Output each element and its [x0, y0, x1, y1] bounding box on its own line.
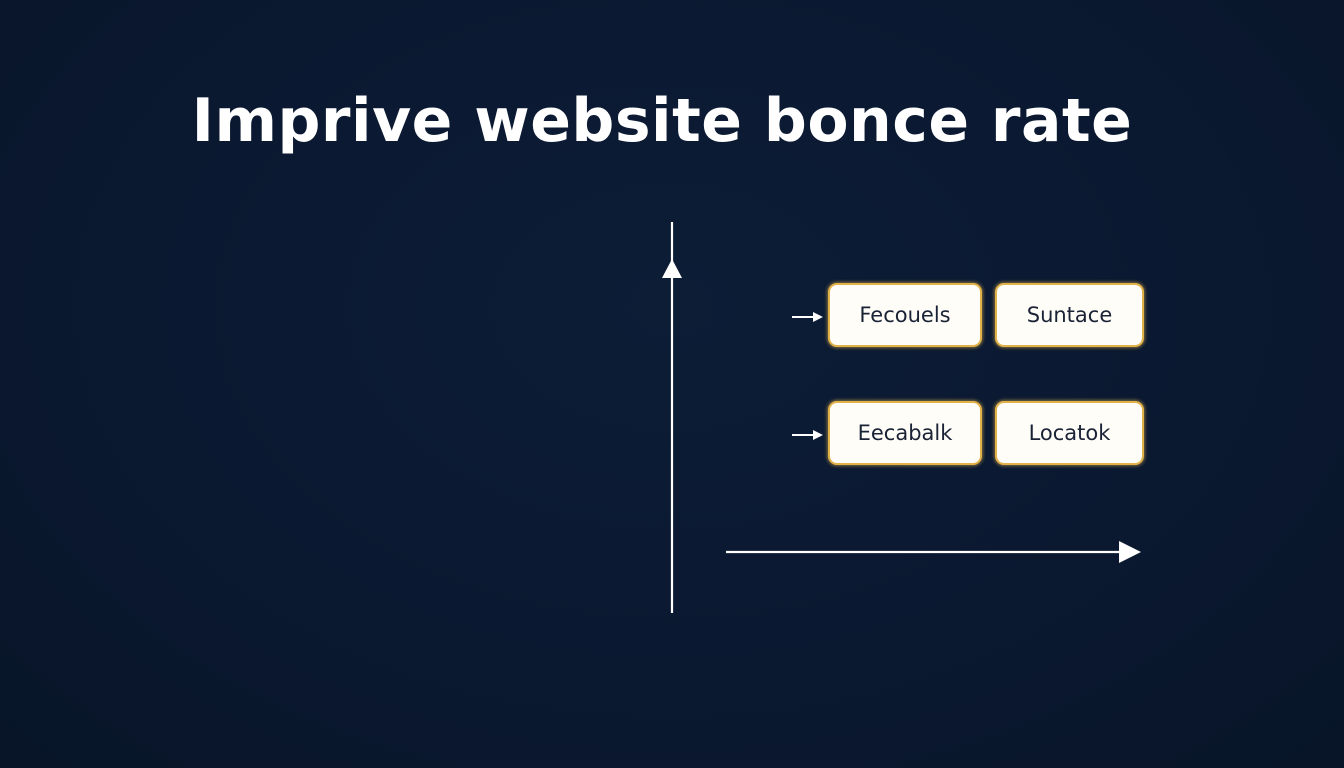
- box-label: Fecouels: [859, 303, 951, 327]
- row-2-arrow-icon: [792, 430, 823, 440]
- box-suntace: Suntace: [995, 283, 1144, 347]
- box-label: Suntace: [1026, 303, 1113, 327]
- box-label: Eecabalk: [857, 421, 953, 445]
- box-label: Locatok: [1028, 421, 1111, 445]
- box-locatok: Locatok: [995, 401, 1144, 465]
- vertical-axis: [662, 222, 682, 613]
- row-1-arrow-icon: [792, 312, 823, 322]
- page-title: Imprive website bonce rate: [191, 86, 1133, 156]
- up-arrowhead-icon: [662, 259, 682, 278]
- horizontal-axis: [726, 541, 1141, 563]
- box-eecabalk: Eecabalk: [828, 401, 982, 465]
- right-arrowhead-icon: [1119, 541, 1141, 563]
- box-fecouels: Fecouels: [828, 283, 982, 347]
